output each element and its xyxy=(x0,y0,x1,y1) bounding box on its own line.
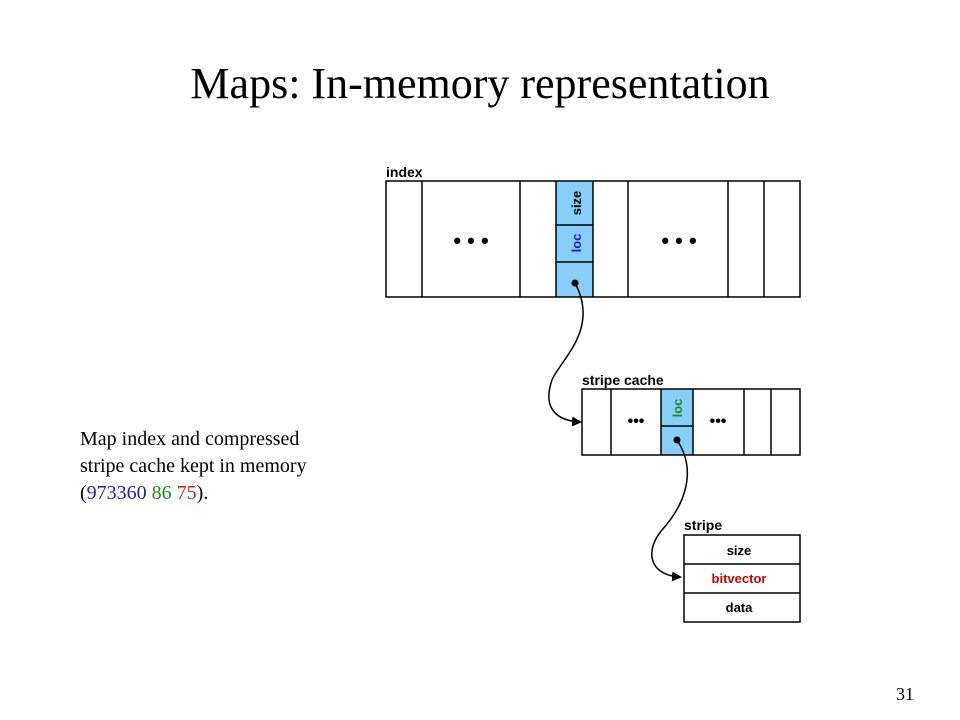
slide-title: Maps: In-memory representation xyxy=(190,59,770,108)
caption-number-3: 75 xyxy=(176,482,197,504)
stripe-cache-array xyxy=(581,388,801,456)
stripe-label: stripe xyxy=(684,517,722,533)
index-size-label: size xyxy=(569,191,584,216)
index-ellipsis-right: • • • xyxy=(661,228,696,253)
caption-line-2: stripe cache kept in memory xyxy=(80,455,307,477)
stripe-cache-outline xyxy=(581,388,801,456)
stripe-cache-highlight-cell xyxy=(661,389,693,455)
caption-line-3: (973360 86 75). xyxy=(80,480,307,507)
stripe-field-size: size xyxy=(727,543,752,558)
index-to-stripe-cache-arrow xyxy=(548,282,584,427)
caption-close: ). xyxy=(196,482,209,504)
caption-number-2: 86 xyxy=(151,482,172,504)
caption: Map index and compressed stripe cache ke… xyxy=(80,426,307,507)
index-label: index xyxy=(386,164,423,180)
stripe-outline xyxy=(683,534,801,623)
page-number: 31 xyxy=(896,684,914,704)
stripe-cache-label: stripe cache xyxy=(582,372,664,388)
stripe-cache-ellipsis-left: ••• xyxy=(628,413,645,430)
index-highlight-cell xyxy=(556,181,593,297)
stripe-field-data: data xyxy=(726,600,754,615)
stripe-field-bitvector: bitvector xyxy=(712,571,767,586)
stripe-record xyxy=(683,534,801,623)
caption-line-1: Map index and compressed xyxy=(80,428,300,450)
stripe-cache-ellipsis-right: ••• xyxy=(710,413,727,430)
caption-open-paren: ( xyxy=(80,482,87,504)
stripe-cache-loc-label: loc xyxy=(670,399,685,418)
index-array xyxy=(385,180,801,298)
index-loc-label: loc xyxy=(569,234,584,253)
caption-number-1: 973360 xyxy=(86,482,147,504)
stripe-cache-to-stripe-arrow xyxy=(651,439,688,582)
index-ellipsis-left: • • • xyxy=(453,228,488,253)
